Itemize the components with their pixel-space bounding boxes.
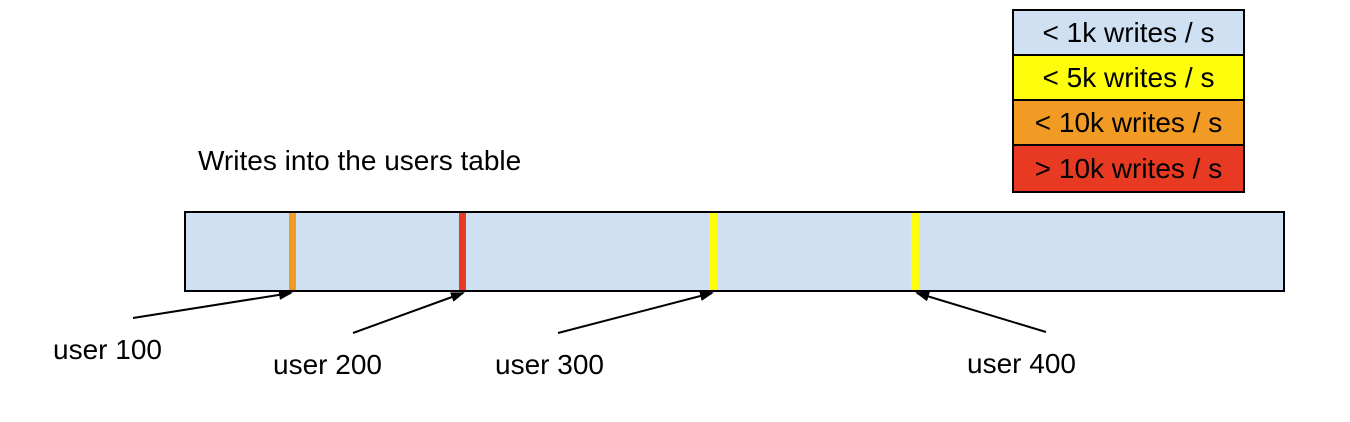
write-hotspot-stripe-user-100 — [289, 213, 296, 290]
legend-item-lt-10k: < 10k writes / s — [1014, 101, 1243, 146]
annotation-arrow — [352, 292, 465, 334]
annotation-arrow — [557, 291, 714, 334]
legend-item-gt-10k: > 10k writes / s — [1014, 146, 1243, 191]
legend-item-label: < 5k writes / s — [1042, 61, 1215, 93]
write-hotspot-stripe-user-300 — [709, 213, 717, 290]
diagram-title: Writes into the users table — [198, 145, 522, 176]
user-label-user-100: user 100 — [53, 334, 162, 365]
legend-item-label: > 10k writes / s — [1034, 152, 1223, 184]
legend-item-lt-1k: < 1k writes / s — [1014, 11, 1243, 56]
legend-item-lt-5k: < 5k writes / s — [1014, 56, 1243, 101]
user-label-user-300: user 300 — [495, 349, 604, 380]
legend: < 1k writes / s < 5k writes / s < 10k wr… — [1012, 9, 1245, 193]
write-hotspot-stripe-user-400 — [911, 213, 919, 290]
legend-item-label: < 10k writes / s — [1034, 106, 1223, 138]
user-label-user-200: user 200 — [273, 349, 382, 380]
write-hotspot-stripe-user-200 — [459, 213, 466, 290]
user-label-user-400: user 400 — [967, 348, 1076, 379]
users-table-bar — [184, 211, 1285, 292]
annotation-arrow — [132, 289, 293, 319]
legend-item-label: < 1k writes / s — [1042, 16, 1215, 48]
annotation-arrow — [915, 291, 1047, 333]
